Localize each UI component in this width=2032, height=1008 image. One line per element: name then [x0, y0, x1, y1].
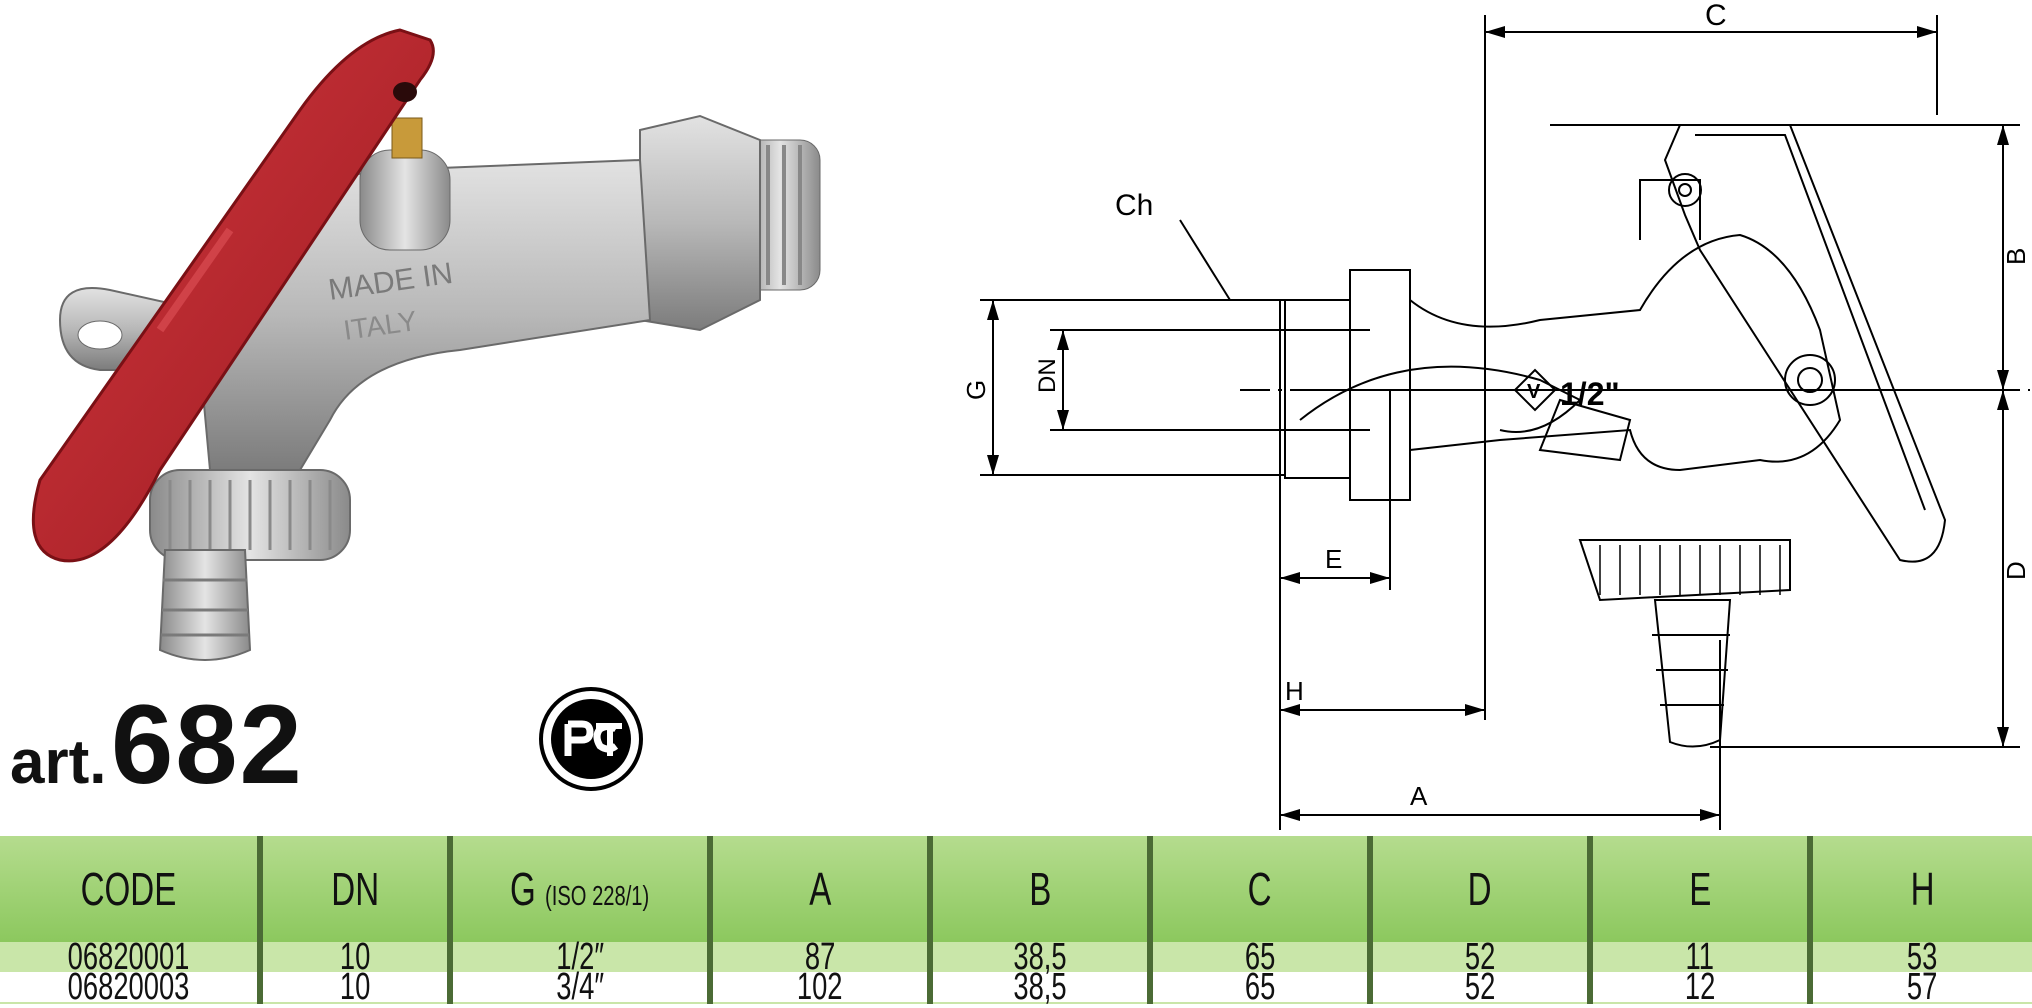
cell-c: 65: [1150, 968, 1373, 1006]
cell-dn: 10: [260, 938, 453, 976]
dim-label-ch: Ch: [1115, 189, 1153, 222]
cell-e: 11: [1590, 938, 1813, 976]
header-e: E: [1590, 836, 1813, 942]
header-h-label: H: [1910, 863, 1935, 915]
cell-b: 38,5: [930, 968, 1153, 1006]
cell-dn: 10: [260, 968, 453, 1006]
article-label: art. 682: [10, 680, 304, 809]
technical-drawing: C B D H A E G DN Ch V 1/2": [961, 0, 2031, 830]
header-g-sublabel: (ISO 228/1): [545, 880, 650, 911]
table-row: 06820001 10 1/2″ 87 38,5 65 52 11 53: [0, 938, 2032, 976]
cell-code: 06820001: [0, 938, 263, 976]
header-dn-label: DN: [331, 863, 379, 915]
pct-certification-icon: [539, 687, 643, 791]
header-a-label: A: [808, 863, 832, 915]
dim-label-e: E: [1325, 544, 1342, 574]
cell-d: 52: [1370, 938, 1593, 976]
header-d-label: D: [1468, 863, 1492, 915]
header-g-label: G: [510, 863, 537, 915]
article-number: 682: [110, 682, 304, 807]
dim-label-c: C: [1705, 0, 1727, 32]
marking-symbol: V: [1527, 381, 1541, 403]
dim-label-a: A: [1410, 781, 1428, 811]
cell-h: 53: [1810, 938, 2032, 976]
header-dn: DN: [260, 836, 453, 942]
cell-d: 52: [1370, 968, 1593, 1006]
cell-c: 65: [1150, 938, 1373, 976]
table-row: 06820003 10 3/4″ 102 38,5 65 52 12 57: [0, 968, 2032, 1006]
size-marking: 1/2": [1560, 376, 1620, 412]
product-photo: MADE IN ITALY: [31, 28, 821, 661]
header-d: D: [1370, 836, 1593, 942]
dim-label-g: G: [961, 380, 991, 400]
threaded-end: [639, 114, 821, 332]
article-prefix: art.: [10, 728, 107, 797]
table-footer-strip: [0, 1002, 2032, 1004]
header-e-label: E: [1688, 863, 1712, 915]
cell-g: 3/4″: [450, 968, 713, 1006]
header-code: CODE: [0, 836, 263, 942]
header-b-label: B: [1028, 863, 1052, 915]
header-c-label: C: [1248, 863, 1272, 915]
cell-a: 87: [710, 938, 933, 976]
table-header-row: CODE DN G (ISO 228/1) A B C D E H: [0, 836, 2032, 942]
header-a: A: [710, 836, 933, 942]
header-g: G (ISO 228/1): [450, 836, 713, 942]
cell-a: 102: [710, 968, 933, 1006]
dim-label-h: H: [1285, 676, 1304, 706]
header-c: C: [1150, 836, 1373, 942]
header-b: B: [930, 836, 1153, 942]
cell-code: 06820003: [0, 968, 263, 1006]
header-code-label: CODE: [80, 863, 177, 915]
spec-table: CODE DN G (ISO 228/1) A B C D E H 068200…: [0, 836, 2032, 1006]
dim-label-d: D: [2001, 561, 2031, 580]
cell-g: 1/2″: [450, 938, 713, 976]
header-h: H: [1810, 836, 2032, 942]
cell-h: 57: [1810, 968, 2032, 1006]
red-lever: [31, 28, 435, 563]
dim-label-dn: DN: [1034, 358, 1061, 393]
dim-label-b: B: [2001, 248, 2031, 265]
cell-e: 12: [1590, 968, 1813, 1006]
cell-b: 38,5: [930, 938, 1153, 976]
